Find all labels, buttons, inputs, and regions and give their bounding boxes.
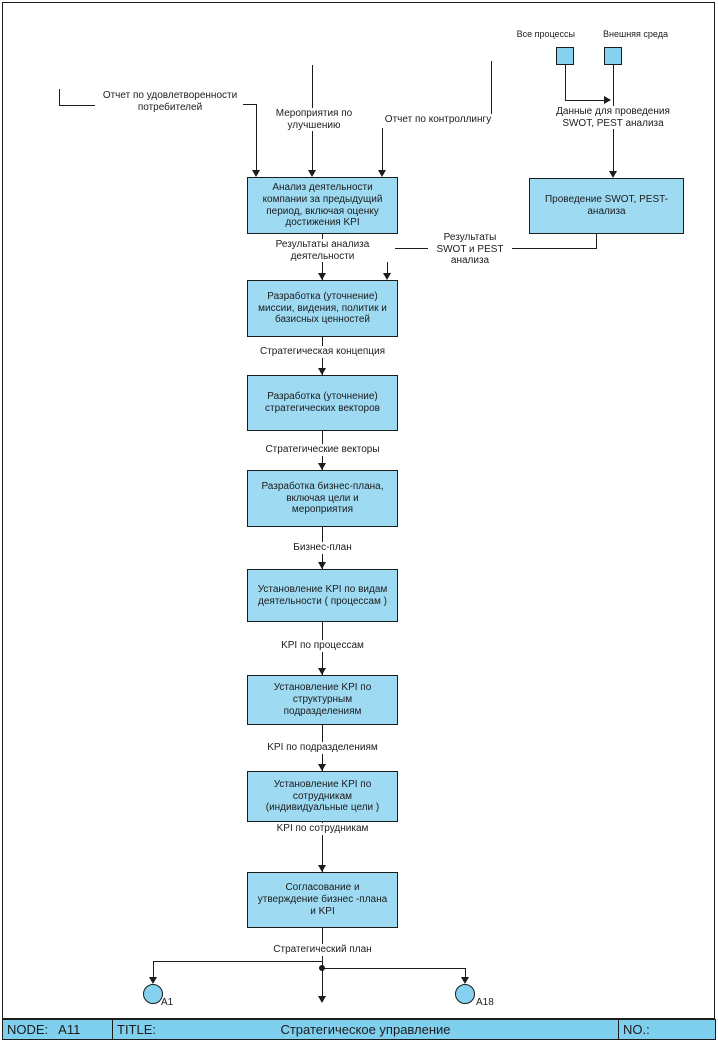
arrow-down-icon [252,170,260,177]
connector-line [465,968,466,977]
arrow-down-icon [318,463,326,470]
connector-line [322,968,465,969]
footer-bar: NODE: A11 TITLE: Стратегическое управлен… [2,1019,716,1040]
label-strategic-concept: Стратегическая концепция [247,346,398,358]
node-ref-circle-a18 [455,984,475,1004]
page-title: Стратегическое управление [280,1022,451,1037]
label-business-plan: Бизнес-план [247,542,398,554]
connector-line [153,961,154,977]
connector-line [322,928,323,996]
node-ref-label-a18: A18 [476,997,494,1008]
arrow-down-icon [318,865,326,872]
title-label: TITLE: [117,1022,157,1037]
label-swot-data: Данные для проведения SWOT, PEST анализа [548,106,678,130]
arrow-down-icon [318,562,326,569]
label-kpi-units: KPI по подразделениям [247,742,398,754]
arrow-down-icon [383,273,391,280]
label-swot-results: Результаты SWOT и PEST анализа [428,232,512,268]
process-box-kpi-processes: Установление KPI по видам деятельности (… [247,569,398,622]
label-kpi-processes: KPI по процессам [247,640,398,652]
label-external-environment: Внешняя среда [603,29,683,40]
process-box-business-plan: Разработка бизнес-плана, включая цели и … [247,470,398,527]
connector-line [322,822,323,872]
arrow-down-icon [318,996,326,1003]
arrow-down-icon [378,170,386,177]
process-box-kpi-units: Установление KPI по структурным подразде… [247,675,398,725]
connector-line [596,234,597,249]
process-box-vectors: Разработка (уточнение) стратегических ве… [247,375,398,431]
arrow-down-icon [318,368,326,375]
label-customer-report: Отчет по удовлетворенности потребителей [95,90,245,114]
diagram-border [2,2,715,1019]
node-ref-label-a1: A1 [161,997,174,1008]
connector-line [59,105,95,106]
arrow-down-icon [318,273,326,280]
process-box-analysis: Анализ деятельности компании за предыдущ… [247,177,398,234]
process-box-approval: Согласование и утверждение бизнес -плана… [247,872,398,928]
arrow-down-icon [318,668,326,675]
process-box-mission: Разработка (уточнение) миссии, видения, … [247,280,398,337]
number-label: NO.: [623,1022,650,1037]
arrow-down-icon [461,977,469,984]
connector-line [243,104,256,105]
label-controlling-report: Отчет по контроллингу [379,114,497,126]
label-analysis-results: Результаты анализа деятельности [250,239,395,263]
arrow-down-icon [308,170,316,177]
footer-number-cell: NO.: [619,1020,715,1039]
connector-line [59,89,60,105]
label-kpi-employees: KPI по сотрудникам [247,823,398,835]
connector-line [153,961,323,962]
arrow-down-icon [609,171,617,178]
connector-line [256,104,257,170]
arrow-down-icon [318,764,326,771]
label-improvement: Мероприятия по улучшению [266,108,362,132]
label-strategic-plan: Стратегический план [247,944,398,956]
connector-line [565,65,566,100]
arrow-right-icon [604,96,611,104]
footer-node-cell: NODE: A11 [3,1020,113,1039]
label-strategic-vectors: Стратегические векторы [247,444,398,456]
arrow-down-icon [149,977,157,984]
node-label: NODE: [7,1022,49,1037]
external-environment-square-icon [604,47,622,65]
connector-line [491,61,492,114]
connector-line [565,100,604,101]
node-value: A11 [58,1022,81,1037]
label-all-processes: Все процессы [505,29,575,40]
connector-line [382,128,383,170]
process-box-swot: Проведение SWOT, PEST- анализа [529,178,684,234]
process-box-kpi-employees: Установление KPI по сотрудникам (индивид… [247,771,398,822]
node-ref-circle-a1 [143,984,163,1004]
footer-title-cell: TITLE: Стратегическое управление [113,1020,619,1039]
all-processes-square-icon [556,47,574,65]
